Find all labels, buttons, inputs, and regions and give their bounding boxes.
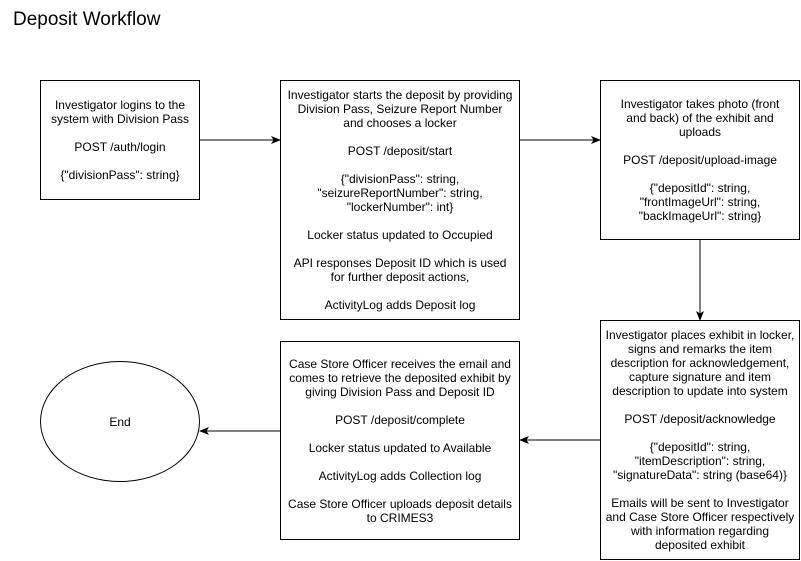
complete-endpoint: POST /deposit/complete <box>335 412 465 427</box>
upload-payload-line: {"depositId": string, <box>649 181 751 195</box>
acknowledge-emails: Emails will be sent to Investigator and … <box>605 496 795 552</box>
complete-upload-details: Case Store Officer uploads deposit detai… <box>288 496 512 525</box>
node-login: Investigator logins to the system with D… <box>40 80 200 200</box>
node-complete: Case Store Officer receives the email an… <box>280 341 520 540</box>
upload-payload: {"depositId": string, "frontImageUrl": s… <box>639 181 762 223</box>
login-description: Investigator logins to the system with D… <box>50 98 190 126</box>
start-payload: {"divisionPass": string, "seizureReportN… <box>317 172 482 214</box>
upload-description: Investigator takes photo (front and back… <box>620 97 780 139</box>
upload-payload-line: "frontImageUrl": string, <box>639 195 761 209</box>
start-response: API responses Deposit ID which is used f… <box>293 256 507 284</box>
start-payload-line: "lockerNumber": int} <box>346 200 454 214</box>
start-log: ActivityLog adds Deposit log <box>324 298 476 312</box>
complete-status: Locker status updated to Available <box>308 440 492 455</box>
start-description: Investigator starts the deposit by provi… <box>287 88 513 130</box>
acknowledge-description: Investigator places exhibit in locker, s… <box>605 328 795 398</box>
login-endpoint: POST /auth/login <box>74 140 166 154</box>
node-start-deposit: Investigator starts the deposit by provi… <box>280 80 520 320</box>
start-status: Locker status updated to Occupied <box>307 228 493 242</box>
node-upload-image: Investigator takes photo (front and back… <box>600 80 800 240</box>
acknowledge-payload-line: "signatureData": string (base64)} <box>613 468 787 482</box>
node-acknowledge: Investigator places exhibit in locker, s… <box>600 320 800 560</box>
end-label: End <box>109 414 131 429</box>
login-payload: {"divisionPass": string} <box>60 168 180 182</box>
upload-endpoint: POST /deposit/upload-image <box>623 153 777 167</box>
diagram-title: Deposit Workflow <box>13 9 161 30</box>
start-payload-line: "seizureReportNumber": string, <box>317 186 483 200</box>
start-endpoint: POST /deposit/start <box>347 144 453 158</box>
upload-payload-line: "backImageUrl": string} <box>638 209 762 223</box>
complete-description: Case Store Officer receives the email an… <box>289 356 511 399</box>
acknowledge-endpoint: POST /deposit/acknowledge <box>624 412 776 426</box>
acknowledge-payload-line: {"depositId": string, <box>649 440 751 454</box>
node-end: End <box>40 361 200 482</box>
start-payload-line: {"divisionPass": string, <box>340 172 460 186</box>
acknowledge-payload-line: "itemDescription": string, <box>634 454 766 468</box>
acknowledge-payload: {"depositId": string, "itemDescription":… <box>613 440 787 482</box>
complete-log: ActivityLog adds Collection log <box>318 468 482 483</box>
